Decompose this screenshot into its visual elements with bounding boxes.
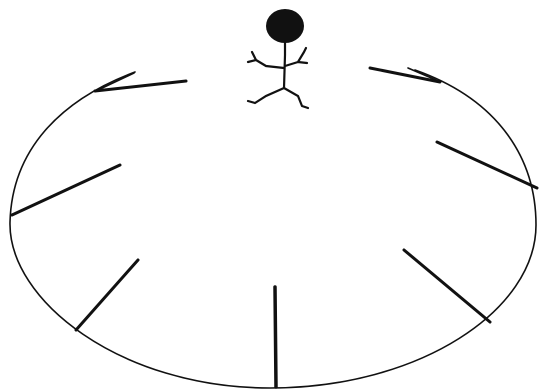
figure-right-leg — [284, 88, 308, 108]
radial-mark-bottom — [275, 287, 276, 387]
ring-outline — [10, 68, 536, 388]
figure-left-arm — [248, 52, 284, 68]
figure-right-arm — [285, 48, 307, 66]
ring-arc-main — [10, 70, 536, 388]
radial-mark-right — [437, 142, 537, 188]
figure-left-leg — [248, 88, 284, 103]
radial-mark-left — [12, 165, 120, 215]
stick-figure — [248, 9, 308, 108]
figure-head — [266, 9, 304, 43]
radial-mark-lower-right — [404, 250, 490, 322]
radial-mark-lower-left — [76, 260, 138, 330]
